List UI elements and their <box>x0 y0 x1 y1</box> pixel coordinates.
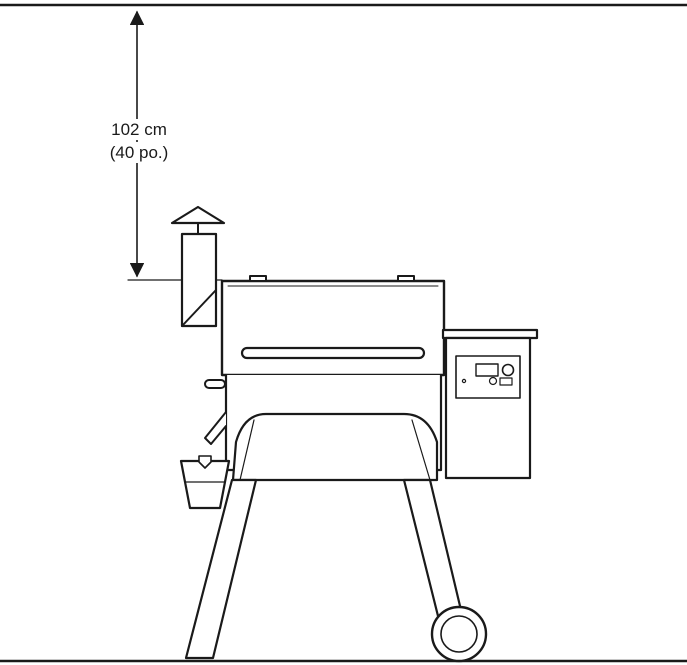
controller-panel <box>455 355 521 399</box>
controller-display <box>475 363 499 377</box>
lid-handle <box>240 346 426 360</box>
pellet-hopper <box>441 328 539 480</box>
controller-dial <box>501 363 515 377</box>
controller-buttons <box>499 377 513 386</box>
grill-lid <box>220 275 446 377</box>
wheel <box>430 605 488 663</box>
grease-chute <box>204 411 227 445</box>
cart-frame <box>231 412 439 482</box>
side-knob <box>204 379 226 389</box>
chimney-cap <box>170 205 226 235</box>
dimension-label-imperial: (40 po.) <box>98 142 180 163</box>
chimney-pipe <box>180 232 218 328</box>
dimension-label-metric: 102 cm <box>98 119 180 140</box>
grease-bucket <box>179 455 231 510</box>
left-leg <box>184 478 258 660</box>
